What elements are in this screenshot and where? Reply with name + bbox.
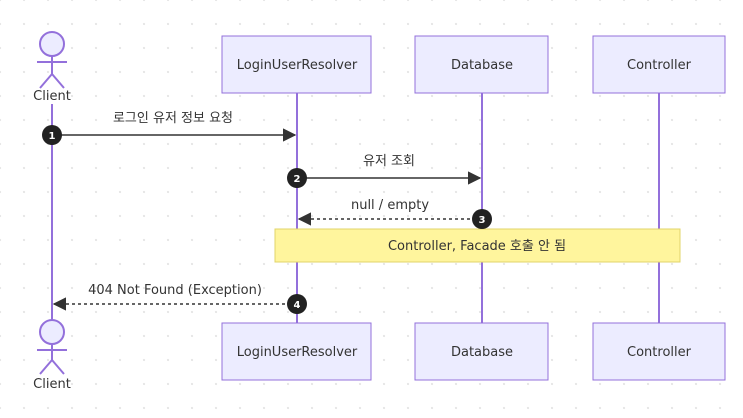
sequence-number: 4 [294, 300, 301, 311]
participant-box [592, 322, 726, 381]
sequence-number: 3 [479, 215, 486, 226]
participant-box [414, 35, 549, 94]
participant-box [221, 35, 372, 94]
sequence-number: 1 [49, 131, 56, 142]
controller-participant-bottom: Controller [592, 322, 726, 381]
controller-label: Controller [627, 345, 692, 360]
client-actor-top: Client [33, 31, 71, 104]
participant-box [221, 322, 372, 381]
message-4: 404 Not Found (Exception) 4 [52, 283, 307, 314]
message-4-label: 404 Not Found (Exception) [88, 283, 262, 298]
database-participant-bottom: Database [414, 322, 549, 381]
message-1-label: 로그인 유저 정보 요청 [113, 111, 233, 126]
client-label: Client [33, 89, 71, 104]
controller-participant-top: Controller [592, 35, 726, 94]
participant-box [414, 322, 549, 381]
resolver-label: LoginUserResolver [237, 345, 358, 360]
resolver-participant-bottom: LoginUserResolver [221, 322, 372, 381]
controller-label: Controller [627, 58, 692, 73]
database-label: Database [451, 58, 513, 73]
message-2: 유저 조회 2 [287, 154, 482, 188]
actor-icon [37, 31, 67, 89]
resolver-participant-top: LoginUserResolver [221, 35, 372, 94]
message-1: 로그인 유저 정보 요청 1 [42, 111, 297, 145]
message-3: null / empty 3 [297, 198, 492, 229]
actor-icon [37, 319, 67, 375]
note-box [274, 228, 681, 263]
sequence-number: 2 [294, 174, 301, 185]
client-actor-bottom: Client [33, 319, 71, 392]
note-text: Controller, Facade 호출 안 됨 [388, 239, 566, 254]
database-participant-top: Database [414, 35, 549, 94]
database-label: Database [451, 345, 513, 360]
resolver-label: LoginUserResolver [237, 58, 358, 73]
sequence-number-badge [42, 125, 62, 145]
note: Controller, Facade 호출 안 됨 [274, 228, 681, 263]
client-label: Client [33, 377, 71, 392]
message-2-label: 유저 조회 [363, 154, 415, 169]
participant-box [592, 35, 726, 94]
sequence-number-badge [287, 294, 307, 314]
message-3-label: null / empty [351, 198, 429, 213]
sequence-number-badge [472, 209, 492, 229]
sequence-number-badge [287, 168, 307, 188]
